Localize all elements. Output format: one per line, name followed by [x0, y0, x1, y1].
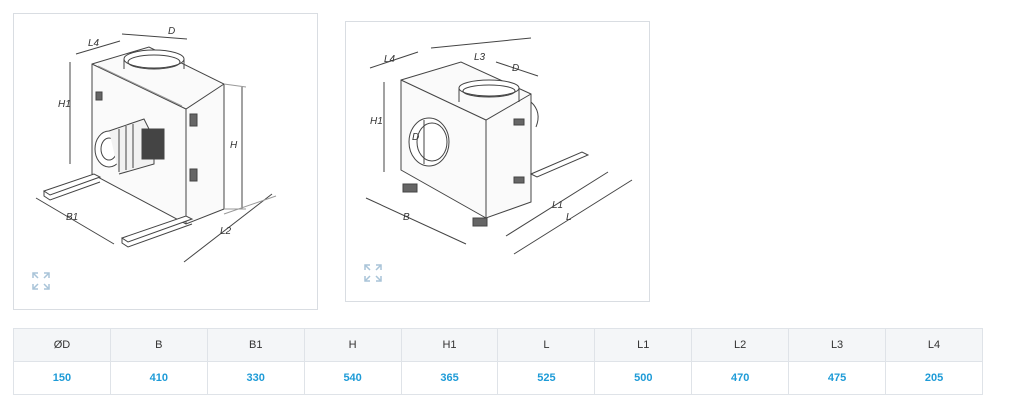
- dim-label-h1: H1: [370, 116, 383, 127]
- table-cell: 330: [206, 361, 305, 395]
- column-header: L3: [788, 328, 887, 362]
- table-cell: 525: [497, 361, 596, 395]
- dim-label-d-side: D: [412, 132, 419, 143]
- table-cell: 500: [594, 361, 693, 395]
- dim-label-d: D: [168, 26, 175, 37]
- table-cell: 470: [691, 361, 790, 395]
- column-header: B1: [206, 328, 305, 362]
- dim-label-d-top: D: [512, 63, 519, 74]
- column-header: L: [497, 328, 596, 362]
- dim-label-b: B: [403, 212, 410, 223]
- dim-label-l3: L3: [474, 52, 486, 63]
- table-cell: 150: [13, 361, 111, 395]
- expand-icon[interactable]: [31, 271, 51, 291]
- column-header: ØD: [13, 328, 111, 362]
- dim-label-l4: L4: [88, 38, 100, 49]
- table-row: 150 410 330 540 365 525 500 470 475 205: [13, 361, 983, 395]
- drawing-card-side-inlet-view: L4 L3 D H1 D B L1 L: [345, 21, 650, 302]
- dim-label-b1: B1: [66, 212, 78, 223]
- expand-icon[interactable]: [363, 263, 383, 283]
- table-cell: 365: [400, 361, 499, 395]
- column-header: L4: [885, 328, 983, 362]
- dim-label-l2: L2: [220, 226, 232, 237]
- dim-label-l: L: [566, 212, 572, 223]
- table-cell: 540: [303, 361, 402, 395]
- dimensions-table: ØD B B1 H H1 L L1 L2 L3 L4 150 410 330 5…: [13, 328, 983, 395]
- column-header: L2: [691, 328, 790, 362]
- fan-box-side-inlet-drawing: L4 L3 D H1 D B L1 L: [365, 37, 633, 255]
- column-header: H1: [400, 328, 499, 362]
- fan-box-motor-drawing: L4 D H1 H B1 L2: [35, 26, 277, 263]
- column-header: L1: [594, 328, 693, 362]
- table-cell: 475: [788, 361, 887, 395]
- dim-label-l4: L4: [384, 54, 396, 65]
- column-header: B: [109, 328, 208, 362]
- table-cell: 410: [109, 361, 208, 395]
- dim-label-h1: H1: [58, 99, 71, 110]
- dim-label-l1: L1: [552, 200, 563, 211]
- table-header-row: ØD B B1 H H1 L L1 L2 L3 L4: [13, 328, 983, 362]
- column-header: H: [303, 328, 402, 362]
- table-cell: 205: [885, 361, 983, 395]
- dim-label-h: H: [230, 140, 238, 151]
- drawing-card-motor-view: L4 D H1 H B1 L2: [13, 13, 318, 310]
